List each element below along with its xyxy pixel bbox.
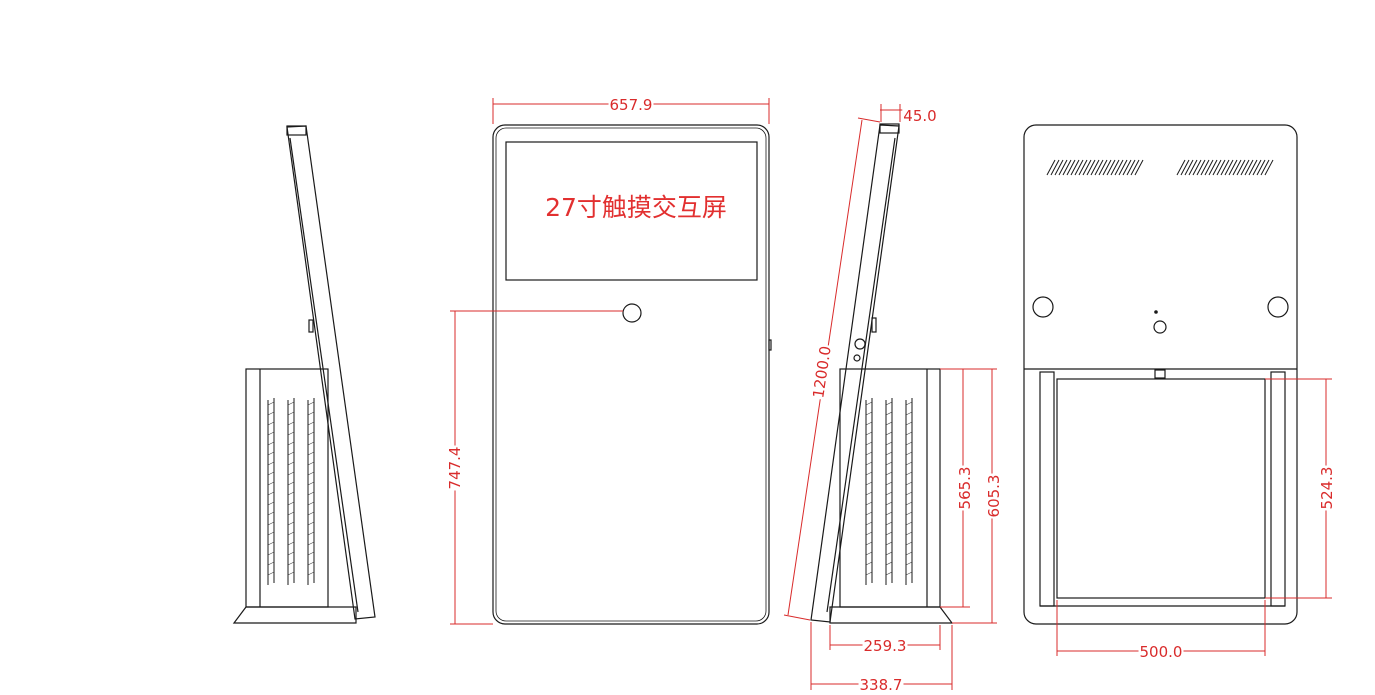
label-knockout (902, 107, 938, 125)
vent-slots (267, 398, 315, 585)
label-knockout (956, 465, 974, 511)
dim-side-length: 1200.0 (809, 345, 835, 400)
right-side-view (810, 123, 954, 624)
dim-base-outer-height: 605.3 (985, 475, 1003, 518)
front-body (492, 124, 770, 625)
screen-label: 27寸触摸交互屏 (545, 193, 727, 222)
label-knockout (608, 96, 654, 114)
side-base-cabinet (839, 368, 941, 608)
dim-base-outer-depth: 338.7 (860, 676, 903, 694)
front-screen (505, 141, 758, 281)
label-knockout (446, 445, 464, 491)
slanted-display (286, 125, 376, 620)
front-camera (622, 303, 642, 323)
dim-front-width: 657.9 (610, 96, 653, 114)
label-knockout (809, 343, 835, 401)
label-knockout (862, 637, 908, 655)
dim-base-inner-height: 565.3 (956, 467, 974, 510)
label-knockout (1138, 643, 1184, 661)
back-vent-left (1046, 159, 1144, 176)
base-cabinet (245, 368, 329, 608)
back-dimension-lines (1056, 378, 1332, 656)
side-base-foot (829, 606, 954, 624)
back-access-panel (1056, 378, 1266, 599)
left-side-view (232, 125, 376, 624)
dim-front-height: 747.4 (446, 447, 464, 490)
label-knockout (985, 473, 1003, 519)
label-knockout (858, 676, 904, 694)
dim-base-inner-depth: 259.3 (864, 637, 907, 655)
dim-side-top-depth: 45.0 (903, 107, 936, 125)
back-vent-right (1176, 159, 1274, 176)
front-view (492, 124, 772, 625)
front-dimension-lines (450, 98, 770, 625)
dim-back-panel-height: 524.3 (1318, 467, 1336, 510)
back-speaker-right (1267, 296, 1289, 318)
base-foot (232, 606, 357, 624)
back-power-button (1153, 320, 1167, 334)
back-body (1023, 124, 1298, 625)
side-slanted-display (810, 124, 900, 623)
back-view (1023, 124, 1298, 625)
dim-back-panel-width: 500.0 (1140, 643, 1183, 661)
label-knockout (1318, 465, 1336, 511)
back-speaker-left (1032, 296, 1054, 318)
